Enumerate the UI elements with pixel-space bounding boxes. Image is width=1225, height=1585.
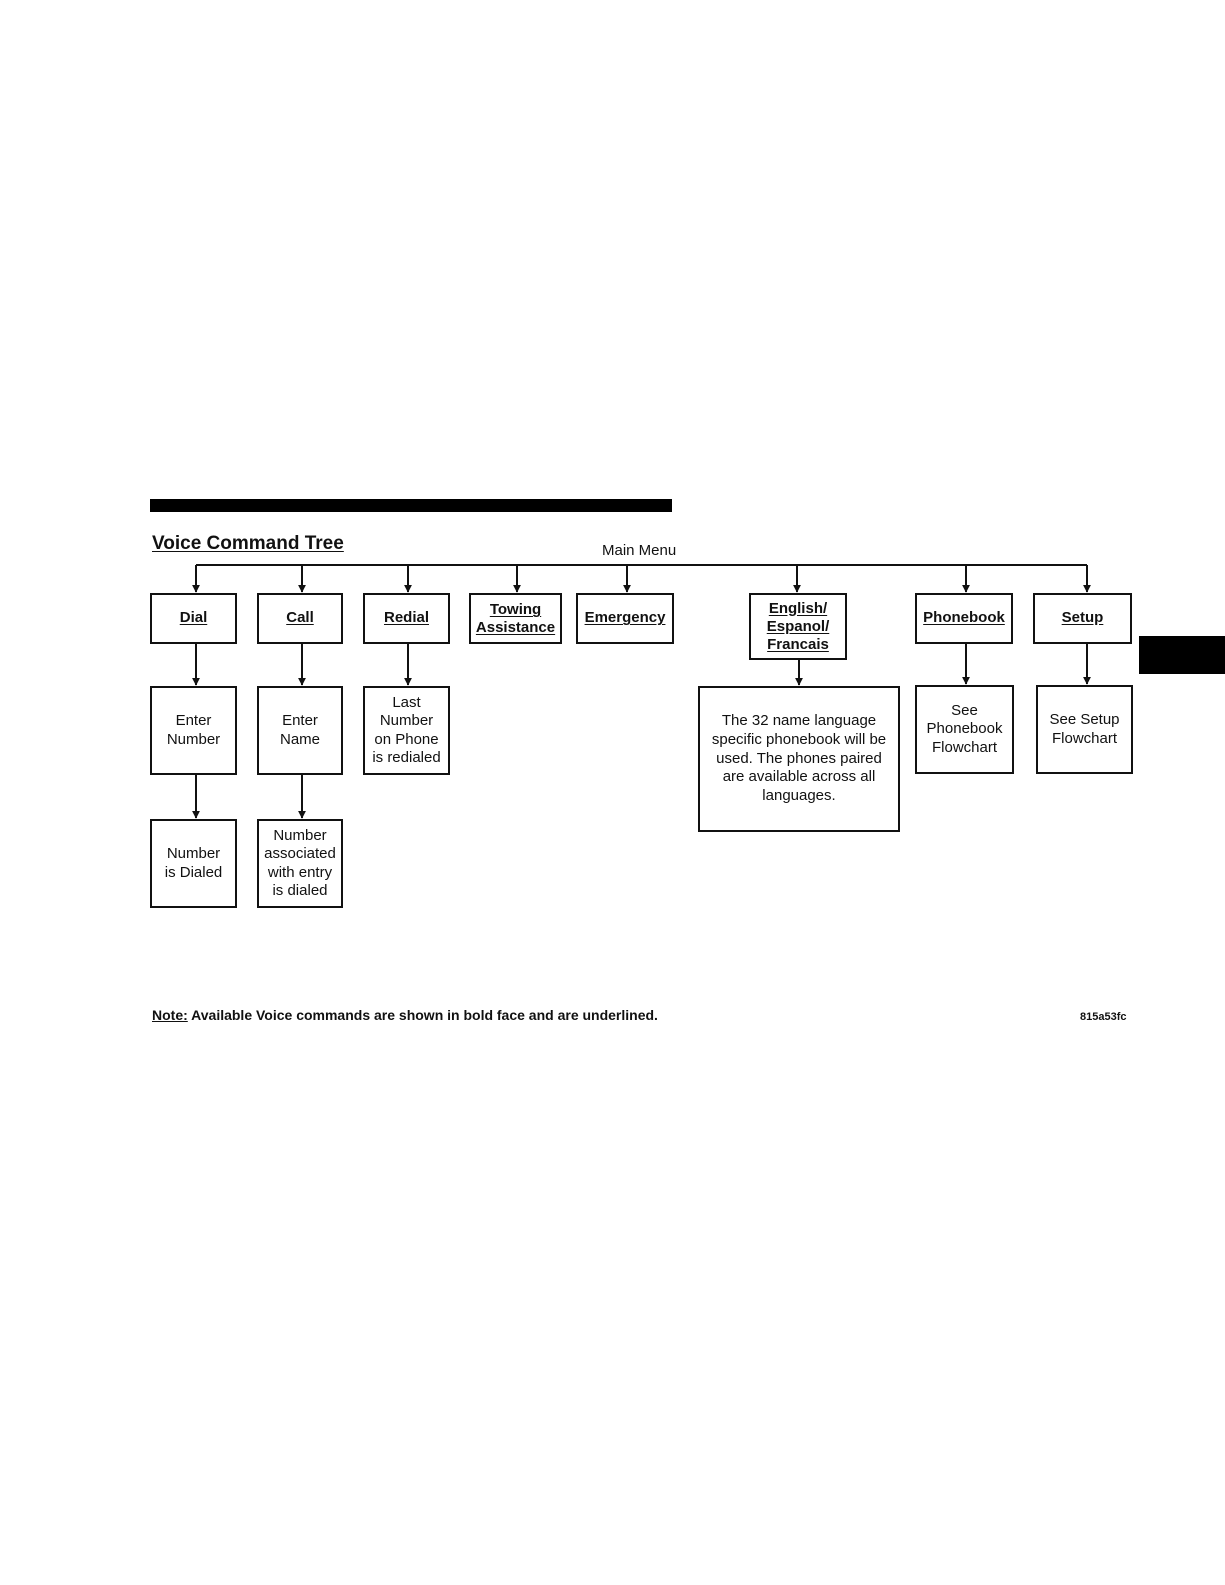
towing-command-label: Towing Assistance: [475, 601, 556, 636]
main-menu-label: Main Menu: [602, 542, 677, 559]
setup-command-box: Setup: [1033, 593, 1132, 644]
language-command-box: English/ Espanol/ Francais: [749, 593, 847, 660]
emergency-command-label: Emergency: [584, 609, 666, 627]
entry-dialed-box: Number associated with entry is dialed: [257, 819, 343, 908]
call-command-label: Call: [286, 609, 314, 627]
redial-result-box: Last Number on Phone is redialed: [363, 686, 450, 775]
dial-command-box: Dial: [150, 593, 237, 644]
enter-name-box: Enter Name: [257, 686, 343, 775]
footnote: Note: Available Voice commands are shown…: [152, 1007, 658, 1023]
emergency-command-box: Emergency: [576, 593, 674, 644]
header-rule: [150, 499, 672, 512]
phonebook-command-box: Phonebook: [915, 593, 1013, 644]
enter-number-box: Enter Number: [150, 686, 237, 775]
redial-command-box: Redial: [363, 593, 450, 644]
dial-command-label: Dial: [179, 609, 208, 627]
diagram-title: Voice Command Tree: [152, 533, 344, 554]
figure-code: 815a53fc: [1080, 1011, 1127, 1023]
section-tab: [1139, 636, 1225, 674]
setup-command-label: Setup: [1061, 609, 1104, 627]
towing-command-box: Towing Assistance: [469, 593, 562, 644]
language-command-label: English/ Espanol/ Francais: [766, 599, 830, 653]
footnote-text: Available Voice commands are shown in bo…: [187, 1007, 658, 1023]
redial-command-label: Redial: [383, 609, 429, 627]
phonebook-result-box: See Phonebook Flowchart: [915, 685, 1014, 774]
call-command-box: Call: [257, 593, 343, 644]
language-result-box: The 32 name language specific phonebook …: [698, 686, 900, 832]
footnote-label: Note:: [152, 1007, 188, 1023]
phonebook-command-label: Phonebook: [923, 609, 1005, 627]
setup-result-box: See Setup Flowchart: [1036, 685, 1133, 774]
number-dialed-box: Number is Dialed: [150, 819, 237, 908]
